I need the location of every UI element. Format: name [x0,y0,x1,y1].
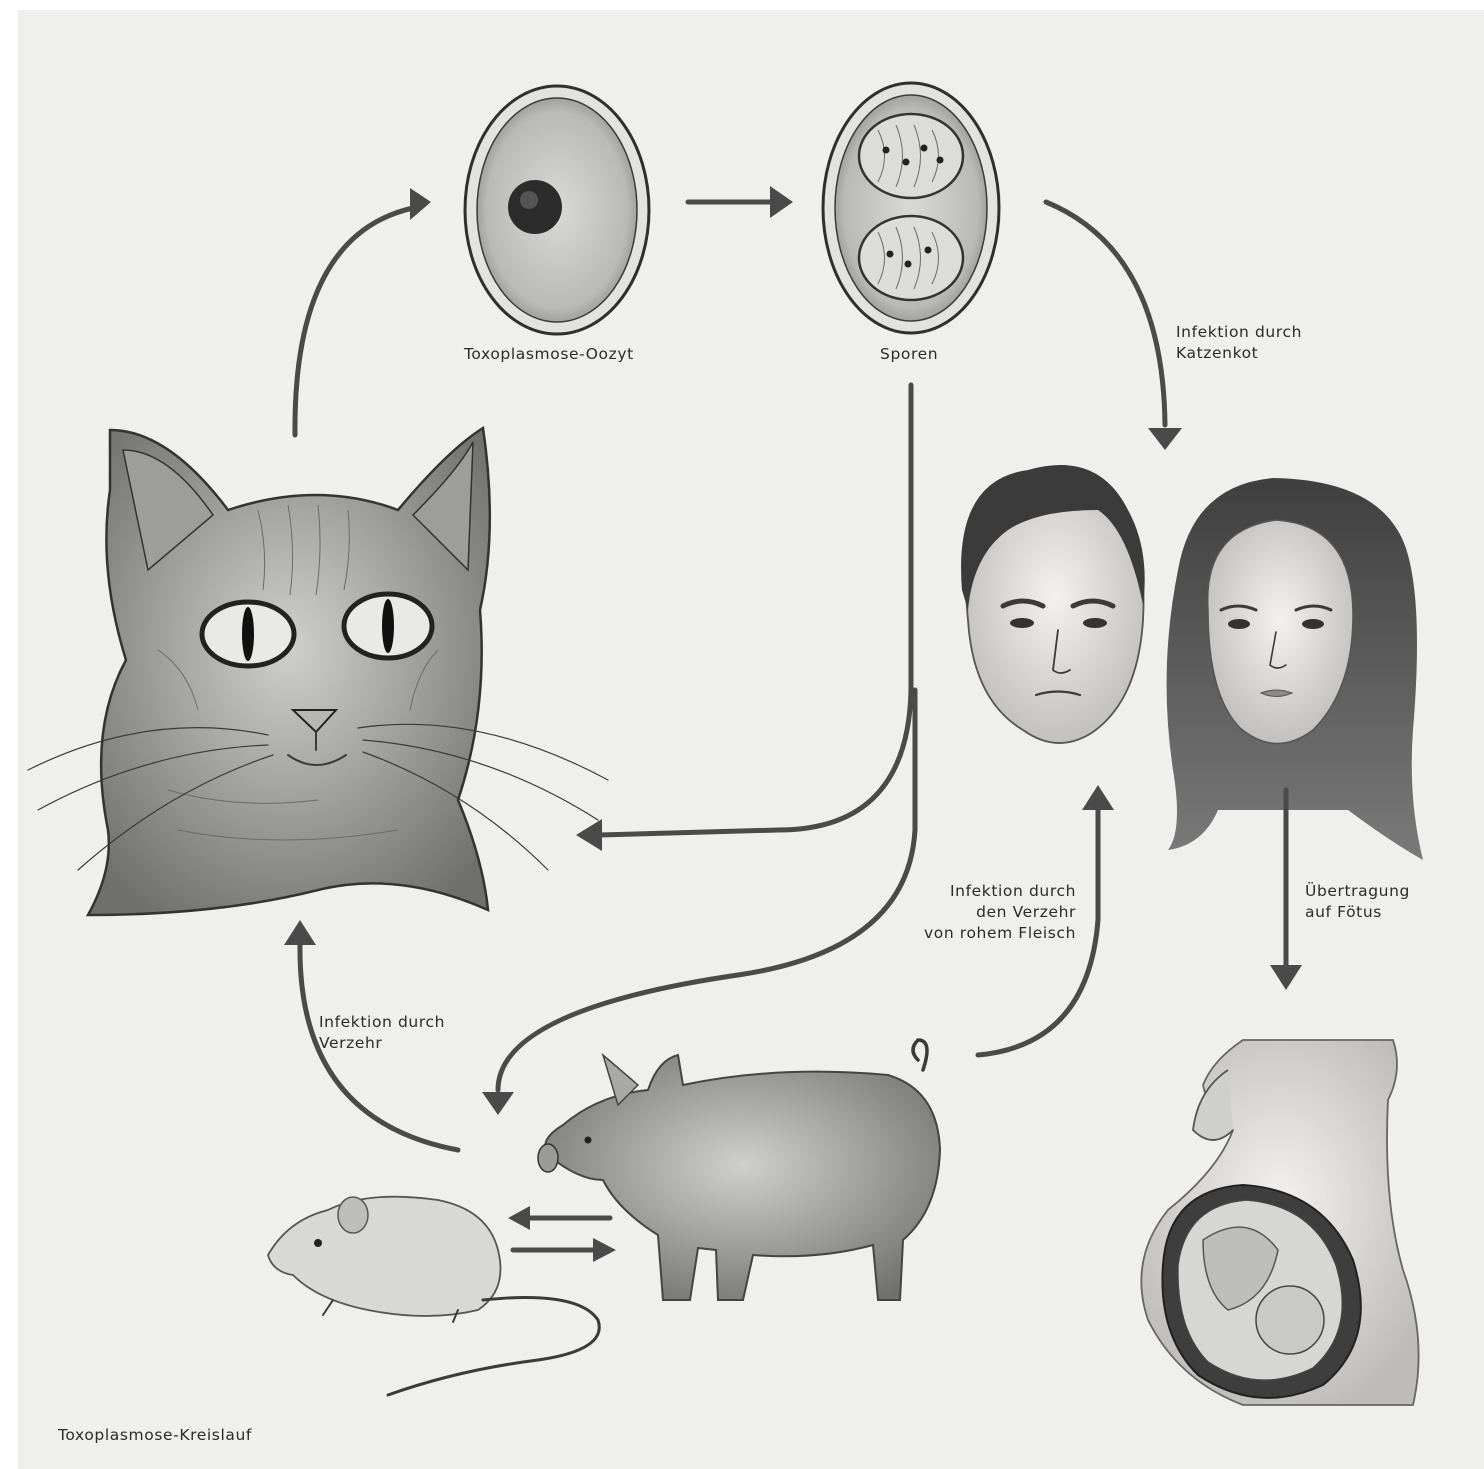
spores-label: Sporen [880,344,938,365]
arrow-spores-to-cat [576,385,911,851]
arrow-mouse-to-pig [513,1238,616,1262]
woman-face-illustration [1167,478,1423,860]
arrow-spores-to-humans [1046,202,1182,450]
pregnant-woman-illustration [1141,1040,1418,1405]
consumption-infection-label: Infektion durch Verzehr [319,1012,445,1054]
raw-meat-infection-label: Infektion durch den Verzehr von rohem Fl… [898,881,1076,944]
cat-feces-infection-label: Infektion durch Katzenkot [1176,322,1302,364]
mouse-illustration [268,1197,599,1395]
pig-illustration [538,1040,940,1300]
arrow-pig-to-mouse [508,1206,610,1230]
arrow-spores-to-mouse-pig [482,690,915,1115]
oocyst-illustration [465,86,649,334]
man-face-illustration [961,465,1145,743]
arrow-oocyst-to-spores [688,186,793,218]
diagram-canvas: Toxoplasmose-Oozyt Sporen Infektion durc… [18,10,1484,1469]
diagram-svg [18,10,1484,1469]
diagram-caption: Toxoplasmose-Kreislauf [58,1425,252,1446]
oocyst-label: Toxoplasmose-Oozyt [464,344,634,365]
cat-illustration [28,428,608,915]
fetus-transmission-label: Übertragung auf Fötus [1305,881,1410,923]
arrow-cat-to-oocyst [295,188,431,435]
arrow-woman-to-fetus [1270,790,1302,990]
spores-illustration [823,83,999,333]
